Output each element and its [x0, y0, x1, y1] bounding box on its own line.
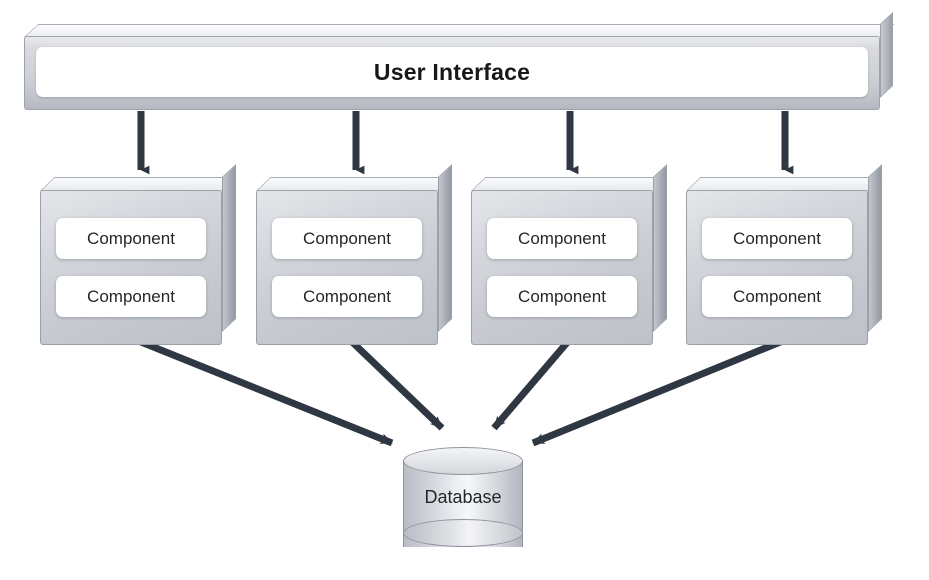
component-slot[interactable]: Component — [56, 218, 206, 259]
component-slot-label: Component — [87, 228, 175, 248]
component-slot[interactable]: Component — [487, 276, 637, 317]
component-slot[interactable]: Component — [702, 276, 852, 317]
component-slot[interactable]: Component — [702, 218, 852, 259]
component-box-2[interactable]: Component Component — [256, 163, 453, 345]
component-box-1-slots: Component Component — [40, 190, 222, 345]
component-box-4[interactable]: Component Component — [686, 163, 883, 345]
component-box-4-face — [686, 190, 868, 345]
arrow-component-1-to-database — [129, 334, 394, 447]
user-interface-panel: User Interface — [36, 47, 868, 97]
component-box-3[interactable]: Component Component — [471, 163, 668, 345]
database-node[interactable]: Database — [403, 447, 523, 561]
component-slot-label: Component — [87, 286, 175, 306]
component-box-2-top-bevel — [256, 177, 453, 191]
component-slot-label: Component — [518, 228, 606, 248]
component-box-3-side-bevel — [653, 163, 667, 332]
component-box-1-top-bevel — [40, 177, 237, 191]
component-slot-label: Component — [733, 286, 821, 306]
component-box-3-slots: Component Component — [471, 190, 653, 345]
component-box-2-slots: Component Component — [256, 190, 438, 345]
arrow-component-3-to-database — [491, 335, 574, 431]
component-slot[interactable]: Component — [56, 276, 206, 317]
user-interface-label: User Interface — [373, 58, 531, 85]
component-slot-label: Component — [303, 228, 391, 248]
component-box-4-slots: Component Component — [686, 190, 868, 345]
arrow-component-2-to-database — [345, 335, 445, 431]
component-box-2-face — [256, 190, 438, 345]
user-interface-side-bevel — [880, 11, 893, 98]
component-box-1-face — [40, 190, 222, 345]
component-box-1-side-bevel — [222, 163, 236, 332]
component-box-4-side-bevel — [868, 163, 882, 332]
component-slot[interactable]: Component — [272, 276, 422, 317]
component-box-2-side-bevel — [438, 163, 452, 332]
database-cylinder-bottom — [403, 519, 523, 547]
component-slot-label: Component — [303, 286, 391, 306]
component-slot-label: Component — [733, 228, 821, 248]
component-slot[interactable]: Component — [272, 218, 422, 259]
component-box-1[interactable]: Component Component — [40, 163, 237, 345]
component-slot[interactable]: Component — [487, 218, 637, 259]
arrow-component-4-to-database — [531, 334, 792, 447]
database-cylinder-top — [403, 447, 523, 475]
user-interface-node[interactable]: User Interface — [24, 11, 895, 110]
component-box-3-top-bevel — [471, 177, 668, 191]
component-box-3-face — [471, 190, 653, 345]
component-slot-label: Component — [518, 286, 606, 306]
component-box-4-top-bevel — [686, 177, 883, 191]
database-label: Database — [424, 487, 502, 507]
